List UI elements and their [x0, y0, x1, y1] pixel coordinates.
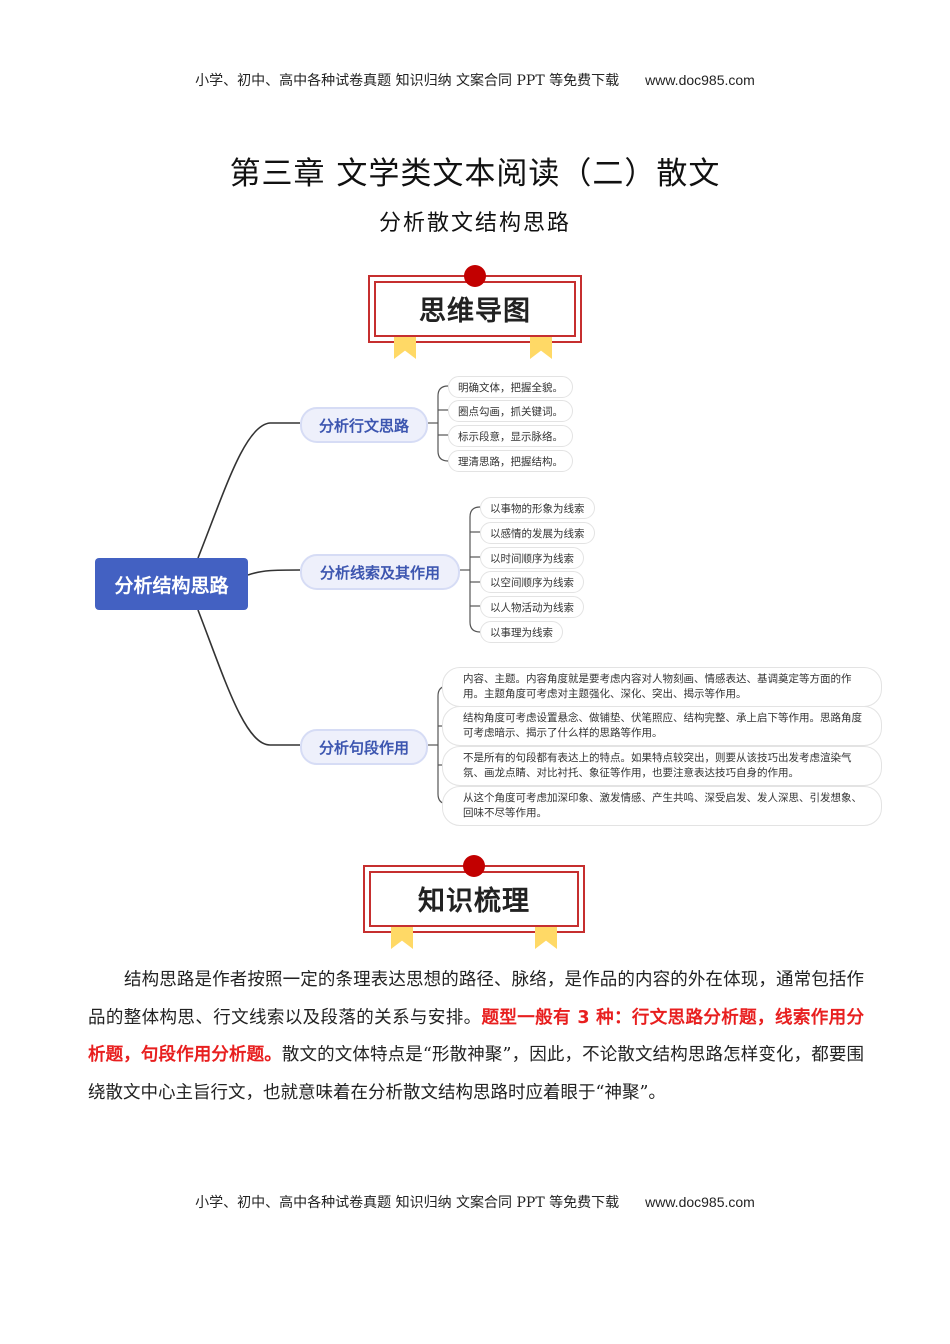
section-subtitle: 分析散文结构思路	[378, 211, 571, 236]
leaf-item: 以空间顺序为线索	[480, 571, 584, 593]
banner-label: 思维导图	[419, 296, 531, 327]
ribbon-icon	[530, 337, 552, 359]
body-text-part2: 散文的文体特点是“形散神聚”，因此，不论散文结构思路怎样变化，都要围绕散文中心主…	[88, 1045, 865, 1103]
page-footer: 小学、初中、高中各种试卷真题 知识归纳 文案合同 PPT 等免费下载 www.do…	[0, 1192, 950, 1212]
footer-text: 小学、初中、高中各种试卷真题 知识归纳 文案合同 PPT 等免费下载	[195, 1195, 620, 1211]
leaf-item: 结构角度可考虑设置悬念、做铺垫、伏笔照应、结构完整、承上启下等作用。思路角度可考…	[442, 706, 882, 746]
body-highlight: 题型一般有 3 种：行文思路分析题，线索作用分析题，句段作用分析题。	[88, 1007, 864, 1066]
leaf-item: 内容、主题。内容角度就是要考虑内容对人物刻画、情感表达、基调奠定等方面的作用。主…	[442, 667, 882, 707]
banner-red-dot-icon	[464, 265, 486, 287]
branch-node-paragraph: 分析句段作用	[300, 729, 428, 765]
body-paragraph: 结构思路是作者按照一定的条理表达思想的路径、脉络，是作品的内容的外在体现，通常包…	[88, 962, 864, 1112]
banner-mindmap: 思维导图	[368, 265, 582, 359]
leaf-item: 圈点勾画，抓关键词。	[448, 400, 573, 422]
branch-node-clue: 分析线索及其作用	[300, 554, 460, 590]
leaf-item: 标示段意，显示脉络。	[448, 425, 573, 447]
leaf-item: 以事理为线索	[480, 621, 563, 643]
leaf-item: 不是所有的句段都有表达上的特点。如果特点较突出，则要从该技巧出发考虑渲染气氛、画…	[442, 746, 882, 786]
leaf-item: 理清思路，把握结构。	[448, 450, 573, 472]
banner-knowledge: 知识梳理	[363, 855, 585, 949]
ribbon-icon	[535, 927, 557, 949]
ribbon-icon	[391, 927, 413, 949]
banner-red-dot-icon	[463, 855, 485, 877]
mindmap-root-node: 分析结构思路	[95, 558, 248, 610]
header-site-link[interactable]: www.doc985.com	[645, 72, 755, 88]
leaf-item: 以时间顺序为线索	[480, 547, 584, 569]
banner-label: 知识梳理	[418, 886, 530, 917]
footer-site-link[interactable]: www.doc985.com	[645, 1194, 755, 1210]
ribbon-icon	[394, 337, 416, 359]
leaf-item: 以事物的形象为线索	[480, 497, 595, 519]
page-header: 小学、初中、高中各种试卷真题 知识归纳 文案合同 PPT 等免费下载 www.do…	[0, 70, 950, 90]
header-text: 小学、初中、高中各种试卷真题 知识归纳 文案合同 PPT 等免费下载	[195, 73, 620, 89]
leaf-item: 明确文体，把握全貌。	[448, 376, 573, 398]
leaf-item: 以感情的发展为线索	[480, 522, 595, 544]
chapter-title: 第三章 文学类文本阅读（二）散文	[229, 156, 721, 192]
body-text-part1: 结构思路是作者按照一定的条理表达思想的路径、脉络，是作品的内容的外在体现，通常包…	[88, 970, 864, 1028]
branch-node-writing-thought: 分析行文思路	[300, 407, 428, 443]
leaf-item: 以人物活动为线索	[480, 596, 584, 618]
leaf-item: 从这个角度可考虑加深印象、激发情感、产生共鸣、深受启发、发人深思、引发想象、回味…	[442, 786, 882, 826]
